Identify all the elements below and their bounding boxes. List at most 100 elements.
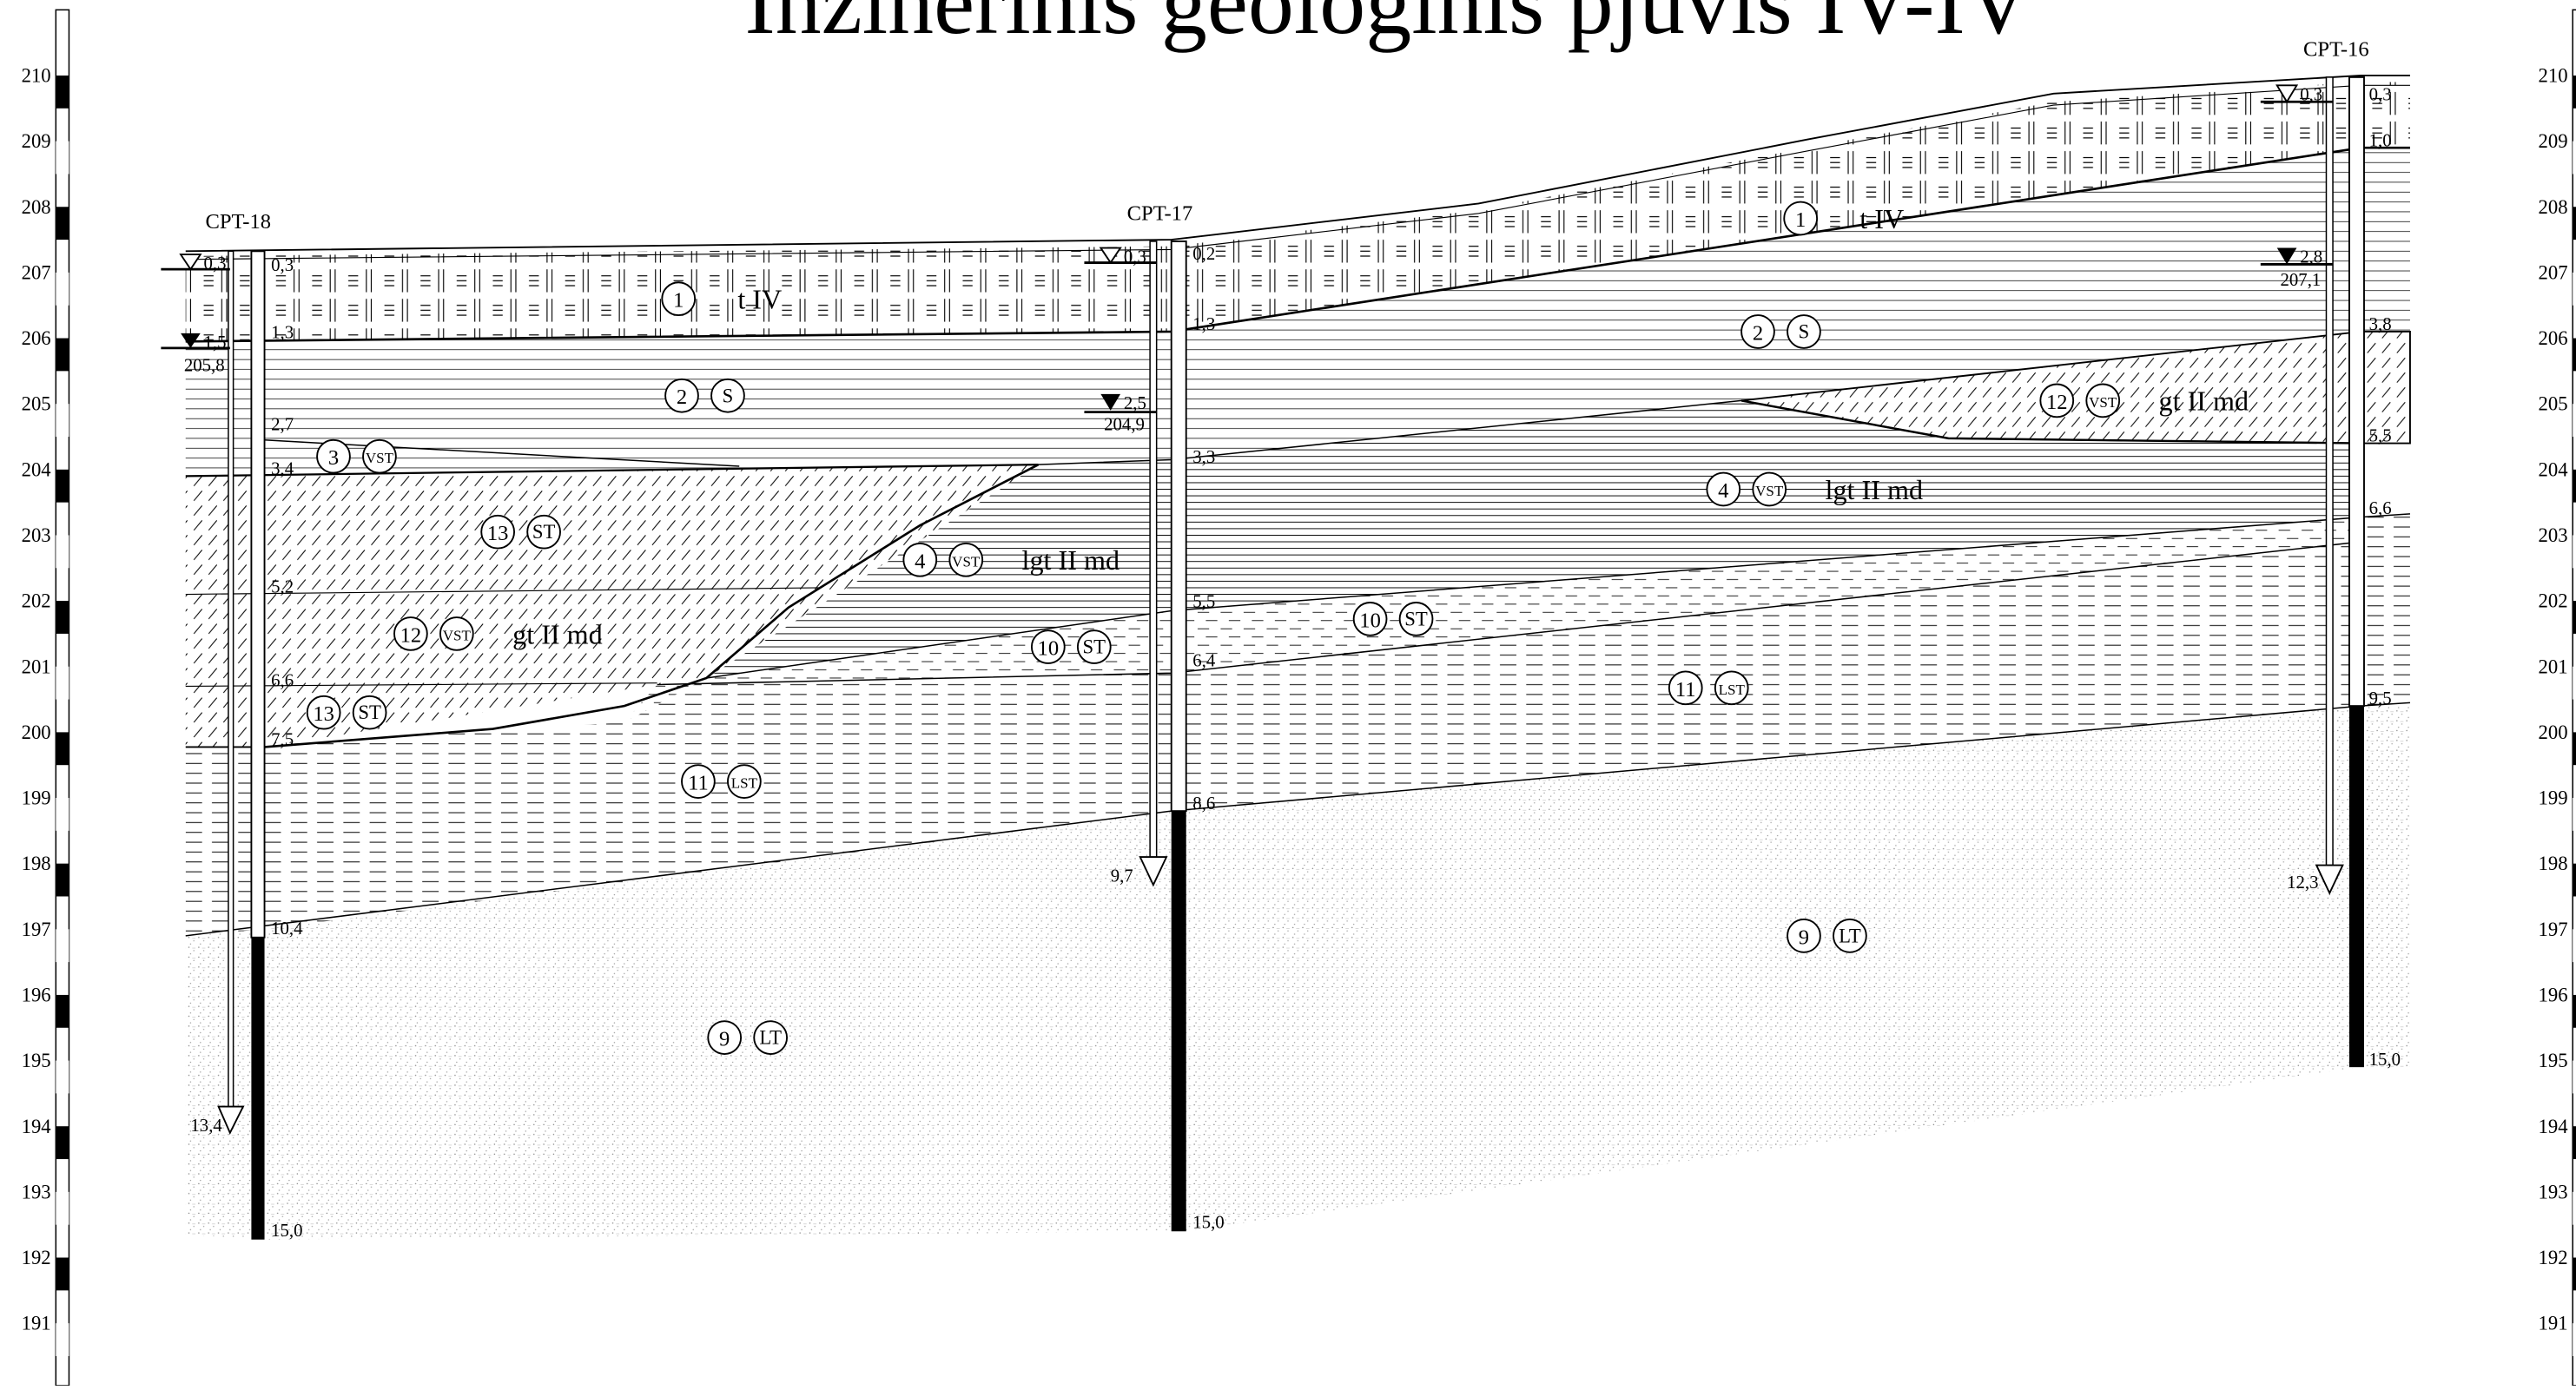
- layer-code: ST: [358, 702, 381, 723]
- elevation-tick-label: 192: [2539, 1247, 2568, 1268]
- borehole-name: CPT-16: [2303, 37, 2369, 61]
- elevation-tick-label: 195: [22, 1050, 51, 1071]
- layer-marker: 9 LT: [707, 1020, 789, 1055]
- elevation-tick-label: 203: [22, 524, 51, 546]
- elevation-tick-label: 191: [22, 1313, 51, 1334]
- boundary-55: [706, 513, 2411, 679]
- layer-code: ST: [1404, 608, 1428, 629]
- elevation-tick-label: 208: [22, 196, 51, 218]
- elevation-tick-label: 209: [2539, 130, 2568, 152]
- layer-11-lst: [185, 513, 2410, 936]
- depth-label: 5,5: [2369, 426, 2392, 446]
- layer-1-topsoil: [185, 82, 2410, 342]
- layer-code: S: [1799, 321, 1810, 343]
- cpt-end-depth: 13,4: [190, 1116, 222, 1136]
- boundary-52: [185, 587, 822, 596]
- depth-label: 6,6: [271, 670, 294, 690]
- depth-label: 6,6: [2369, 498, 2392, 518]
- elevation-tick-label: 195: [2539, 1050, 2568, 1071]
- elevation-tick-label: 191: [2539, 1313, 2568, 1334]
- layer-code: LST: [1719, 682, 1746, 698]
- layer-10-st: [624, 517, 2361, 723]
- layer-code: ST: [1083, 636, 1106, 658]
- layer-number: 10: [1359, 609, 1381, 632]
- water-depth: 0,3: [2300, 84, 2322, 104]
- water-labels: 0,3 1,5 205,8 0,3 2,5 204,9 0,3 2,8 207,…: [184, 84, 2322, 1136]
- layer-number: 10: [1038, 637, 1060, 661]
- depth-label: 2,7: [271, 414, 294, 434]
- elevation-tick-label: 210: [22, 65, 51, 87]
- water-level: 204,9: [1104, 414, 1145, 434]
- depth-label: 5,2: [271, 577, 294, 597]
- borehole-name: CPT-17: [1127, 201, 1193, 225]
- elevation-tick-label: 205: [2539, 393, 2568, 415]
- depth-label: 1,3: [1192, 314, 1215, 334]
- water-level: 207,1: [2281, 270, 2322, 290]
- layer-12-13-left: [185, 464, 1039, 748]
- layer-9-lt: [185, 706, 2410, 1240]
- depth-label: 0,3: [2369, 84, 2392, 104]
- layer-number: 13: [313, 702, 334, 726]
- elevation-tick-label: 196: [22, 985, 51, 1006]
- elevation-tick-label: 204: [2539, 458, 2568, 480]
- layer-code: VST: [1755, 483, 1784, 499]
- elevation-tick-label: 206: [22, 327, 51, 349]
- layer-marker: 13 ST: [306, 695, 387, 730]
- elevation-tick-label: 204: [22, 458, 51, 480]
- layer-number: 1: [1795, 208, 1806, 232]
- cpt-end-depth: 9,7: [1111, 866, 1133, 886]
- boundary-clay: [185, 702, 2411, 937]
- layer-code: VST: [2089, 394, 2117, 411]
- elevation-tick-label: 192: [22, 1247, 51, 1268]
- borehole-cpt-18[interactable]: [161, 250, 266, 1240]
- elevation-tick-label: 209: [22, 130, 51, 152]
- elevation-tick-label: 199: [2539, 787, 2568, 809]
- layer-number: 4: [915, 550, 925, 573]
- cpt-end-depth: 12,3: [2287, 873, 2318, 893]
- layer-boundaries: [185, 75, 2411, 937]
- depth-label: 15,0: [1192, 1212, 1224, 1232]
- borehole-cpt-16[interactable]: [2260, 76, 2365, 1068]
- borehole-cpt-17[interactable]: [1084, 240, 1187, 1232]
- depth-label: 15,0: [2369, 1050, 2401, 1070]
- elevation-tick-label: 197: [2539, 919, 2568, 940]
- elevation-tick-label: 201: [2539, 655, 2568, 677]
- layer-number: 11: [688, 772, 709, 795]
- elevation-tick-label: 194: [2539, 1116, 2568, 1137]
- borehole-names: CPT-18 CPT-17 CPT-16: [205, 37, 2368, 234]
- elevation-tick-label: 202: [2539, 590, 2568, 612]
- layer-code: LT: [759, 1027, 782, 1049]
- depth-label: 9,5: [2369, 688, 2392, 708]
- depth-label: 1,3: [271, 323, 294, 343]
- water-level: 205,8: [184, 355, 225, 375]
- layer-number: 9: [719, 1028, 730, 1051]
- layer-age: t IV: [737, 284, 782, 315]
- ground-surface: [185, 75, 2410, 253]
- depth-label: 3,4: [271, 459, 294, 479]
- depth-label: 8,6: [1192, 794, 1215, 814]
- water-depth: 1,5: [204, 333, 227, 352]
- elevation-tick-label: 206: [2539, 327, 2568, 349]
- depth-label: 0,3: [271, 255, 294, 275]
- elevation-tick-label: 207: [2539, 261, 2568, 283]
- layer-number: 12: [2046, 391, 2068, 414]
- layer-age: t IV: [1859, 203, 1904, 234]
- boundary-sand: [185, 464, 1039, 478]
- layer-code: ST: [532, 521, 556, 543]
- boundary-topsoil: [185, 146, 2410, 343]
- borehole-name: CPT-18: [205, 210, 271, 234]
- water-depth: 2,5: [1124, 393, 1146, 413]
- water-depth: 2,8: [2300, 247, 2322, 267]
- elevation-tick-label: 200: [22, 721, 51, 743]
